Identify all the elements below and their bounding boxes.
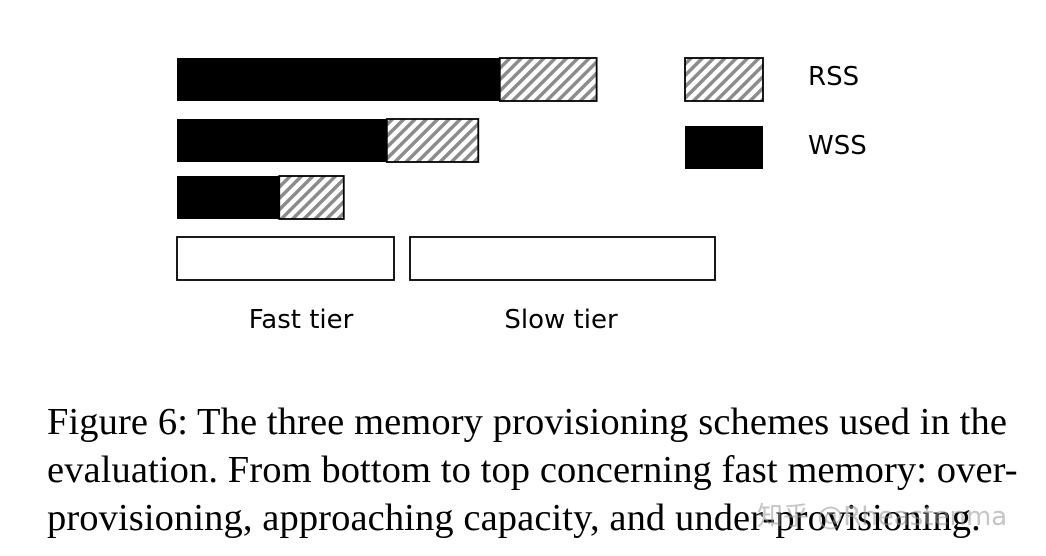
watermark: 知乎 @Rheastenma <box>757 502 1008 532</box>
provisioning-diagram: Fast tier Slow tier RSS WSS <box>176 57 867 335</box>
slow-tier-box <box>409 236 716 281</box>
legend-wss-label: WSS <box>808 131 867 161</box>
fast-tier-box <box>176 236 395 281</box>
over-provisioning-rss-bar <box>278 175 345 220</box>
figure-caption: Figure 6: The three memory provisioning … <box>47 401 1018 539</box>
approaching-capacity-rss-bar <box>385 118 480 163</box>
legend-wss-swatch <box>685 126 763 169</box>
legend-rss-swatch <box>684 57 764 102</box>
scheme-rows <box>177 57 598 220</box>
slow-tier-label: Slow tier <box>504 305 618 335</box>
over-provisioning-wss-bar <box>177 176 280 219</box>
under-provisioning-wss-bar <box>177 58 500 101</box>
legend-rss-label: RSS <box>808 62 859 92</box>
under-provisioning-rss-bar <box>498 57 598 102</box>
fast-tier-label: Fast tier <box>249 305 354 335</box>
approaching-capacity-wss-bar <box>177 119 387 162</box>
